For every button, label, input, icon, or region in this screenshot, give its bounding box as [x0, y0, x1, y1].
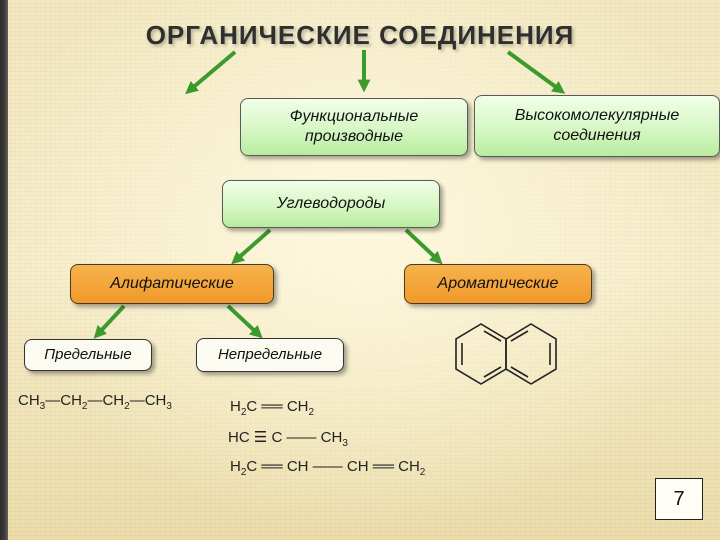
left-decor-bar: [0, 0, 8, 540]
node-functional-derivatives: Функциональные производные: [240, 98, 468, 156]
formula-propyne: HC ☰ C —— CH3: [228, 429, 348, 449]
slide-title: ОРГАНИЧЕСКИЕ СОЕДИНЕНИЯ: [145, 20, 575, 50]
node-aliphatic: Алифатические: [70, 264, 274, 304]
node-functional-line2: производные: [304, 128, 404, 145]
node-high-molecular-line1: Высокомолекулярные: [514, 107, 680, 124]
node-high-molecular: Высокомолекулярные соединения: [474, 95, 720, 157]
formula-butadiene: H2C ══ CH —— CH ══ CH2: [230, 458, 426, 478]
page-number: 7: [655, 478, 703, 520]
node-saturated: Предельные: [24, 339, 152, 371]
arrow-to-unsaturated: [226, 304, 263, 339]
node-hydrocarbons: Углеводороды: [222, 180, 440, 228]
node-unsaturated: Непредельные: [196, 338, 344, 372]
arrow-to-left: [185, 50, 237, 95]
formula-ethene: H2C ══ CH2: [230, 398, 315, 418]
arrow-to-high-molecular: [506, 50, 566, 94]
formula-butane: CH3—CH2—CH2—CH3: [18, 392, 172, 412]
node-functional-line1: Функциональные: [289, 108, 419, 125]
node-aromatic: Ароматические: [404, 264, 592, 304]
arrow-to-aliphatic: [231, 228, 272, 265]
arrow-to-saturated: [93, 304, 126, 339]
node-high-molecular-line2: соединения: [553, 127, 641, 144]
arrow-to-aromatic: [404, 228, 443, 265]
